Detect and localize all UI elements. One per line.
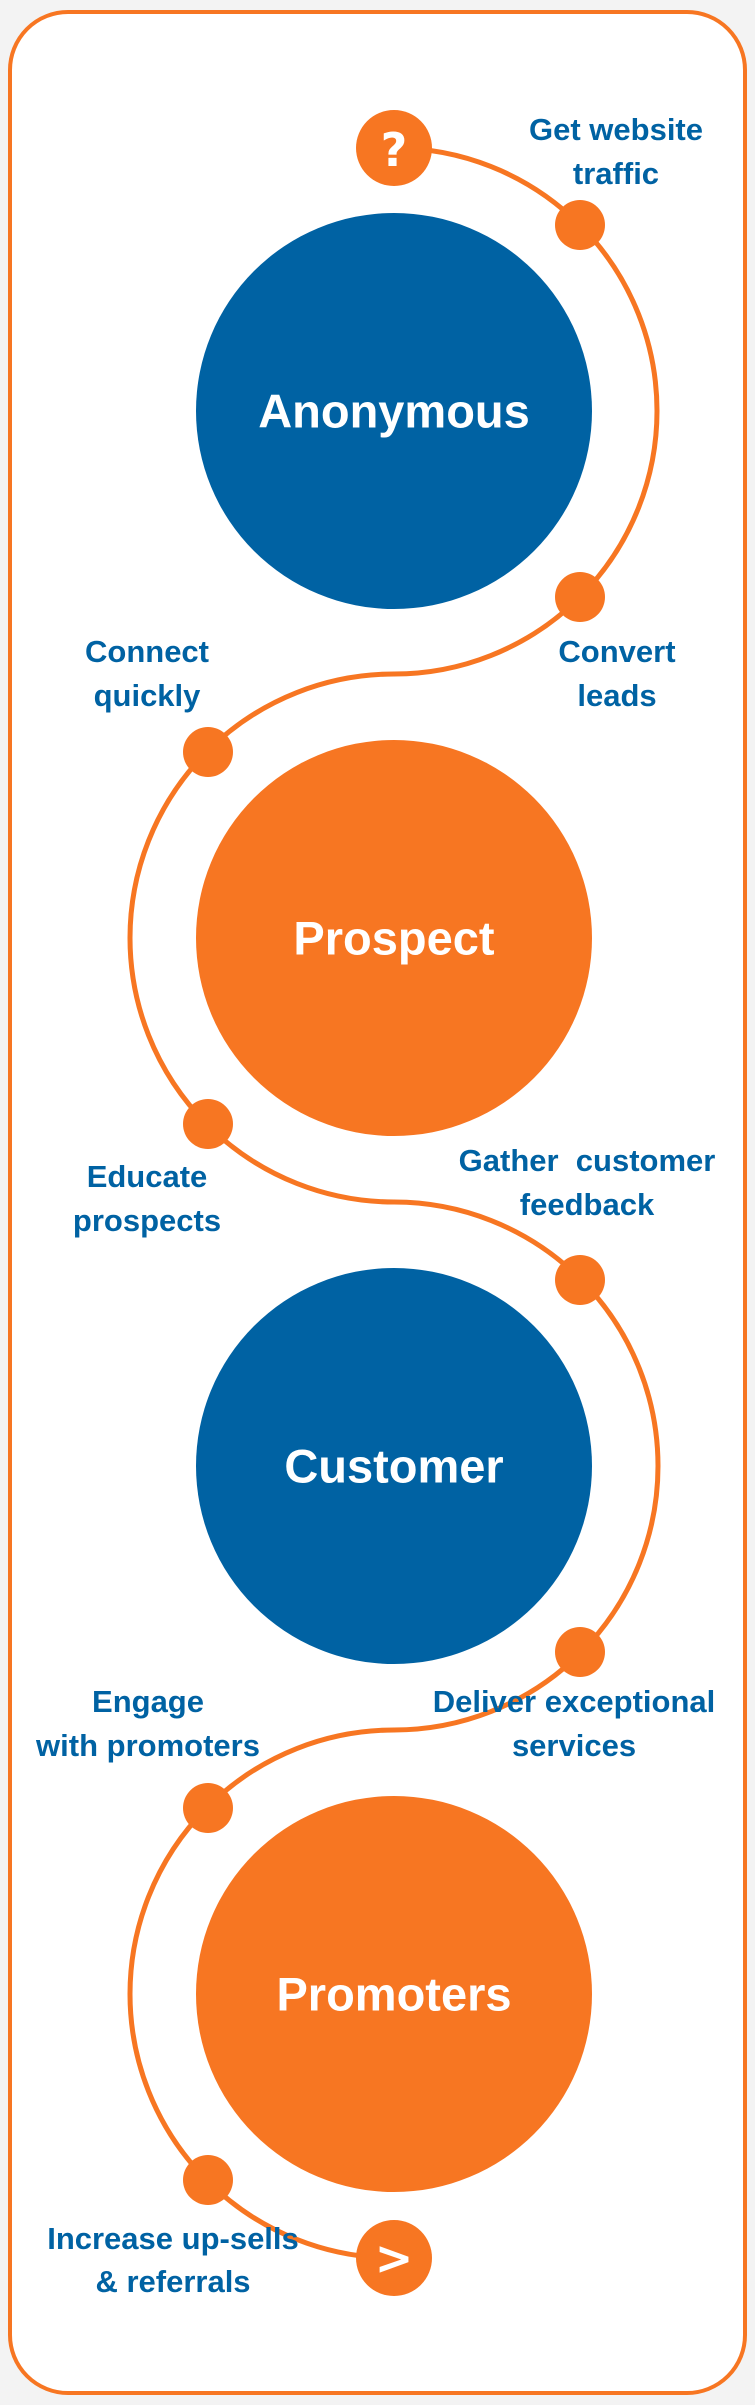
svg-text:Educate: Educate — [87, 1159, 208, 1194]
step-label-increase-upsells-referrals: Increase up-sells & referrals — [47, 2221, 299, 2299]
step-dot — [183, 727, 233, 777]
step-label-get-website-traffic: Get website traffic — [529, 112, 703, 191]
step-dot — [555, 200, 605, 250]
step-label-gather-customer-feedback: Gather customer feedback — [459, 1143, 716, 1222]
stage-circle — [196, 1796, 592, 2192]
stage-promoters: Promoters — [196, 1796, 592, 2192]
step-dots — [183, 200, 605, 2205]
step-dot — [555, 1627, 605, 1677]
svg-text:>: > — [375, 2231, 414, 2285]
step-dot — [555, 572, 605, 622]
step-dot — [183, 1783, 233, 1833]
stage-anonymous: Anonymous — [196, 213, 592, 609]
stage-circle — [196, 1268, 592, 1664]
svg-text:quickly: quickly — [94, 678, 202, 713]
step-dot — [183, 1099, 233, 1149]
stage-circle — [196, 740, 592, 1136]
step-label-educate-prospects: Educate prospects — [73, 1159, 221, 1238]
svg-text:Convert: Convert — [558, 634, 675, 669]
question-icon: ? — [356, 110, 432, 186]
step-dot — [183, 2155, 233, 2205]
svg-text:feedback: feedback — [520, 1187, 655, 1222]
stage-label: Promoters — [276, 1968, 511, 2021]
svg-text:Engage: Engage — [92, 1684, 204, 1719]
stage-prospect: Prospect — [196, 740, 592, 1136]
svg-text:prospects: prospects — [73, 1203, 221, 1238]
stage-label: Prospect — [293, 912, 494, 965]
stage-label: Anonymous — [258, 385, 530, 438]
svg-text:Deliver exceptional: Deliver exceptional — [433, 1684, 716, 1719]
svg-text:?: ? — [381, 123, 408, 177]
svg-text:traffic: traffic — [573, 156, 659, 191]
step-label-convert-leads: Convert leads — [558, 634, 675, 713]
svg-text:Increase up-sells: Increase up-sells — [47, 2221, 299, 2256]
step-label-deliver-exceptional-services: Deliver exceptional services — [433, 1684, 716, 1763]
svg-text:with promoters: with promoters — [35, 1728, 260, 1763]
journey-path — [127, 145, 661, 2261]
svg-text:services: services — [512, 1728, 636, 1763]
svg-text:Gather customer: Gather customer — [459, 1143, 716, 1178]
stage-customer: Customer — [196, 1268, 592, 1664]
svg-text:Get website: Get website — [529, 112, 703, 147]
svg-text:leads: leads — [577, 678, 656, 713]
stage-label: Customer — [284, 1440, 503, 1493]
stage-circle — [196, 213, 592, 609]
step-label-engage-with-promoters: Engage with promoters — [35, 1684, 260, 1763]
svg-text:& referrals: & referrals — [95, 2264, 250, 2299]
svg-text:Connect: Connect — [85, 634, 209, 669]
step-label-connect-quickly: Connect quickly — [85, 634, 209, 713]
arrow-right-icon: > — [356, 2220, 432, 2296]
step-dot — [555, 1255, 605, 1305]
